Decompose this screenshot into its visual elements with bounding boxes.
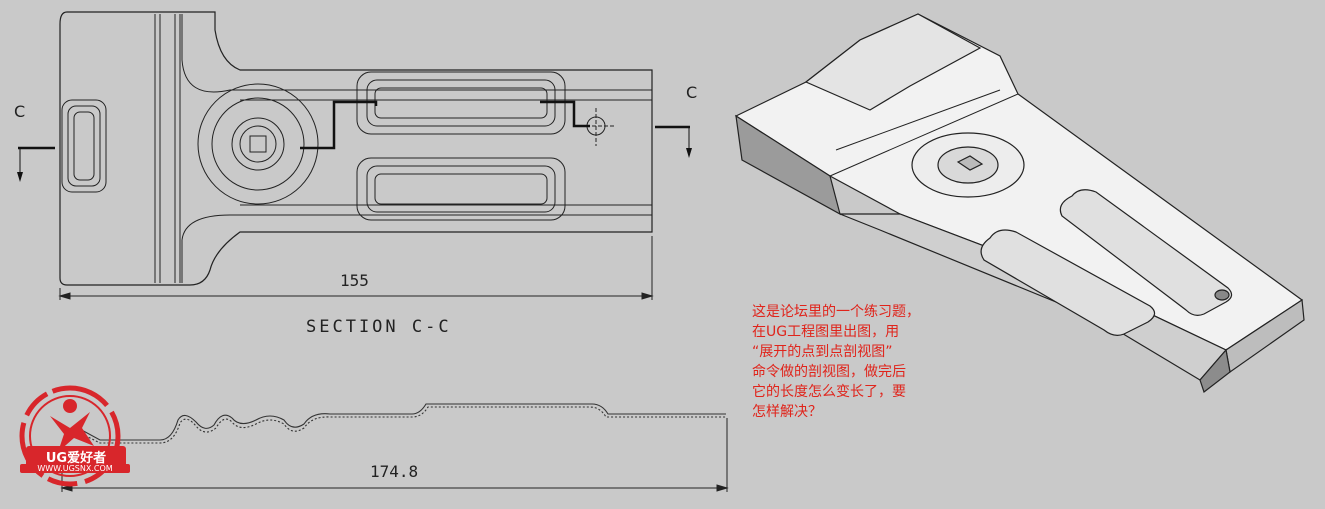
ug-logo: UG爱好者 WWW.UGSNX.COM (12, 384, 130, 496)
note-line: 在UG工程图里出图，用 (752, 324, 900, 340)
note-line: “展开的点到点剖视图” (752, 344, 893, 360)
note-line: 命令做的剖视图，做完后 (752, 364, 906, 380)
iso-3d-model (734, 13, 1305, 393)
logo-brand: UG爱好者 (26, 446, 126, 467)
logo-emblem-icon (19, 385, 121, 487)
note-line: 它的长度怎么变长了，要 (752, 384, 906, 400)
logo-url: WWW.UGSNX.COM (20, 464, 130, 473)
section-title: SECTION C-C (306, 317, 452, 337)
section-marker-right: C (686, 83, 697, 102)
section-profile (77, 403, 726, 444)
flat-length-dimension (58, 236, 654, 300)
flat-length-label: 155 (340, 271, 369, 290)
section-cut-line (17, 100, 692, 182)
section-marker-left: C (14, 102, 25, 121)
plan-view (59, 11, 653, 286)
section-length-label: 174.8 (370, 462, 418, 481)
question-note: 这是论坛里的一个练习题， 在UG工程图里出图，用 “展开的点到点剖视图” 命令做… (752, 302, 982, 422)
note-line: 这是论坛里的一个练习题， (752, 304, 920, 320)
note-line: 怎样解决？ (752, 404, 822, 420)
